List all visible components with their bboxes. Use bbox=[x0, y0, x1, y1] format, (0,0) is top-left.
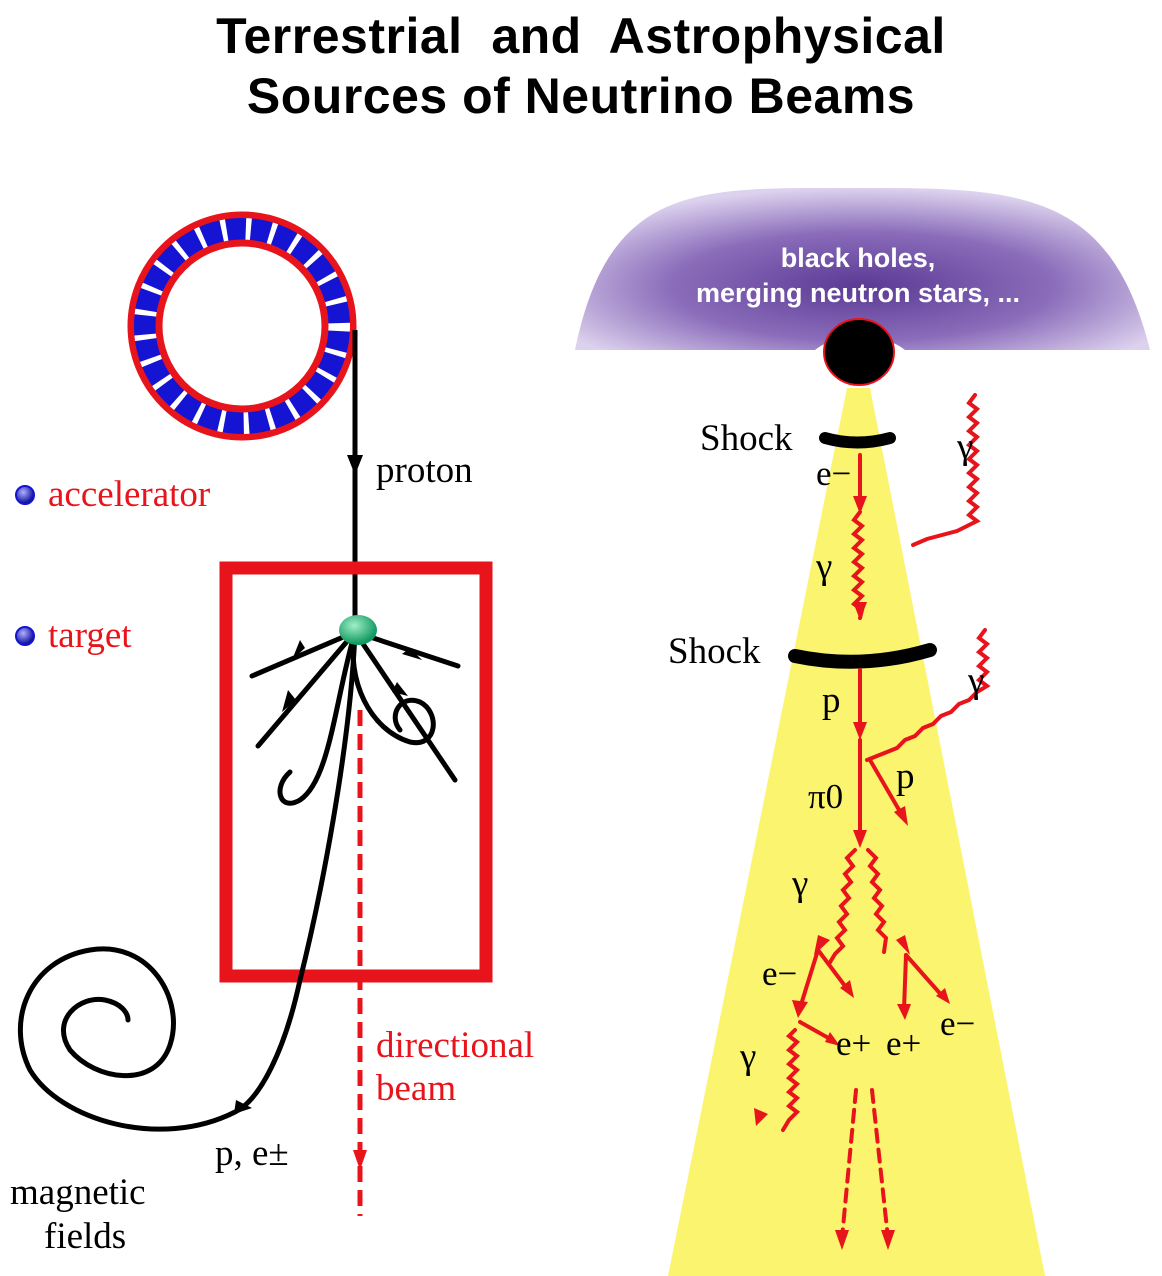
title-line-1: Terrestrial and Astrophysical bbox=[216, 8, 946, 64]
proton-beam-line bbox=[347, 330, 363, 620]
figure-title: Terrestrial and Astrophysical Sources of… bbox=[0, 6, 1162, 126]
gamma-mid-label: γ bbox=[815, 546, 832, 587]
title-line-2: Sources of Neutrino Beams bbox=[246, 68, 916, 124]
directional-beam bbox=[353, 710, 367, 1216]
legend-target-dot bbox=[15, 626, 35, 646]
magnetic-label: magnetic bbox=[10, 1172, 146, 1213]
proton-label: proton bbox=[376, 450, 473, 491]
e-minus-top-label: e− bbox=[816, 454, 851, 493]
beam-label: beam bbox=[376, 1068, 456, 1109]
cascade bbox=[781, 393, 991, 1240]
e-plus-2-label: e+ bbox=[886, 1024, 921, 1063]
directional-label: directional bbox=[376, 1025, 534, 1066]
gamma-incoming-2-label: γ bbox=[967, 660, 984, 701]
target-dot bbox=[339, 615, 377, 645]
source-cloud bbox=[575, 187, 1150, 352]
shock-1 bbox=[819, 432, 896, 449]
cascade-arrowheads bbox=[754, 496, 950, 1250]
pi0-label: π0 bbox=[808, 777, 843, 816]
legend-target-label: target bbox=[48, 615, 132, 656]
source-label-line-2: merging neutron stars, ... bbox=[696, 278, 1020, 308]
e-minus-right-label: e− bbox=[940, 1004, 975, 1043]
target-box bbox=[219, 561, 493, 983]
black-hole bbox=[823, 318, 895, 386]
shock-2 bbox=[788, 643, 937, 669]
shock-2-label: Shock bbox=[668, 631, 761, 672]
legend: accelerator target bbox=[15, 474, 210, 656]
fields-label: fields bbox=[44, 1216, 126, 1257]
gamma-bottom-label: γ bbox=[739, 1036, 756, 1077]
gamma-split-label: γ bbox=[791, 863, 808, 904]
gamma-incoming-1-label: γ bbox=[956, 426, 973, 467]
source-label-line-1: black holes, bbox=[781, 243, 936, 273]
p-mid-label: p bbox=[822, 680, 841, 721]
e-plus-1-label: e+ bbox=[836, 1024, 871, 1063]
legend-accelerator-dot bbox=[15, 485, 35, 505]
e-minus-left-label: e− bbox=[762, 954, 797, 993]
shock-1-label: Shock bbox=[700, 418, 793, 459]
secondary-tracks bbox=[17, 629, 461, 1132]
p-side-label: p bbox=[896, 756, 915, 797]
accelerator-ring bbox=[127, 211, 357, 441]
track-arrows bbox=[234, 640, 422, 1114]
p-e-pm-label: p, e± bbox=[215, 1133, 289, 1174]
legend-accelerator-label: accelerator bbox=[48, 474, 210, 515]
